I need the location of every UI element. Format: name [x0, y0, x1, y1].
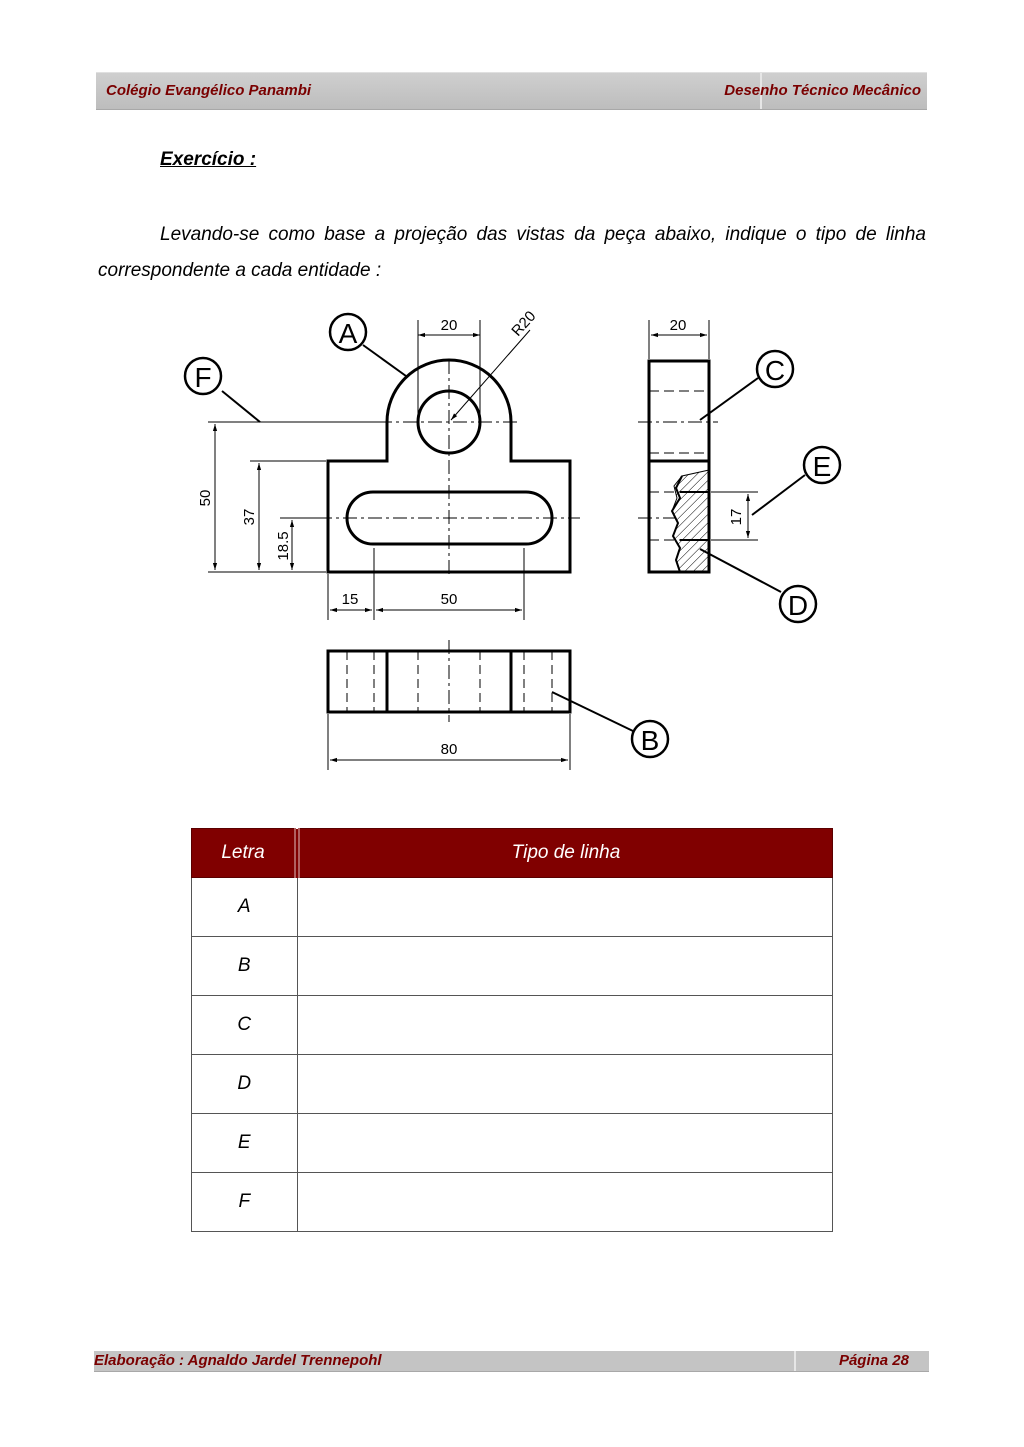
page-footer: Elaboração : Agnaldo Jardel Trennepohl P… [94, 1351, 929, 1372]
row-letter: B [191, 936, 298, 996]
row-line-type-answer[interactable] [296, 1172, 833, 1232]
callout-d-label: D [788, 590, 808, 621]
table-row: C [191, 995, 833, 1055]
callout-c-label: C [765, 355, 785, 386]
exercise-title: Exercício : [160, 149, 257, 170]
table-row: B [191, 936, 833, 996]
callout-c: C [755, 349, 795, 389]
row-letter: C [191, 995, 298, 1055]
footer-page-number: Página 28 [838, 1352, 909, 1369]
table-row: F [191, 1172, 833, 1232]
callout-b: B [630, 719, 670, 759]
callout-d: D [778, 584, 818, 624]
callout-f-label: F [194, 362, 211, 393]
dim-18-5: 18.5 [275, 531, 292, 560]
side-view [638, 320, 758, 574]
header-separator [760, 73, 762, 109]
callout-f: F [183, 356, 223, 396]
dim-20-side: 20 [670, 317, 687, 334]
table-row: D [191, 1054, 833, 1114]
table-row: E [191, 1113, 833, 1173]
row-letter: F [191, 1172, 298, 1232]
dim-20-front: 20 [441, 317, 458, 334]
technical-drawing: A B C D E F 20 R20 20 50 37 18.5 15 50 8… [183, 308, 842, 770]
dim-50-width: 50 [441, 591, 458, 608]
header-school: Colégio Evangélico Panambi [106, 82, 312, 99]
header-course: Desenho Técnico Mecânico [724, 82, 921, 99]
row-line-type-answer[interactable] [296, 1054, 833, 1114]
row-line-type-answer[interactable] [296, 995, 833, 1055]
table-row: A [191, 877, 833, 937]
callout-e: E [802, 445, 842, 485]
callout-a-label: A [339, 318, 358, 349]
row-line-type-answer[interactable] [296, 1113, 833, 1173]
line-type-table: Letra Tipo de linha A B C D E F [191, 828, 833, 1232]
row-letter: E [191, 1113, 298, 1173]
footer-author: Elaboração : Agnaldo Jardel Trennepohl [94, 1352, 382, 1369]
top-view [326, 640, 572, 770]
dim-80: 80 [441, 741, 458, 758]
dim-37: 37 [241, 509, 258, 526]
exercise-instruction: Levando-se como base a projeção das vist… [98, 224, 926, 281]
dim-15: 15 [342, 591, 359, 608]
row-letter: A [191, 877, 298, 937]
callout-e-label: E [813, 451, 832, 482]
row-line-type-answer[interactable] [296, 936, 833, 996]
page-header: Colégio Evangélico Panambi Desenho Técni… [96, 72, 927, 110]
row-line-type-answer[interactable] [296, 877, 833, 937]
dim-50-height: 50 [197, 490, 214, 507]
callout-b-label: B [641, 725, 660, 756]
row-letter: D [191, 1054, 298, 1114]
header-line-type: Tipo de linha [296, 828, 833, 878]
dim-17: 17 [728, 509, 745, 526]
footer-separator [794, 1351, 796, 1371]
front-view [208, 320, 580, 620]
callout-a: A [328, 312, 368, 352]
table-header-row: Letra Tipo de linha [191, 828, 833, 878]
dim-radius: R20 [508, 308, 539, 340]
header-letter: Letra [191, 828, 300, 878]
